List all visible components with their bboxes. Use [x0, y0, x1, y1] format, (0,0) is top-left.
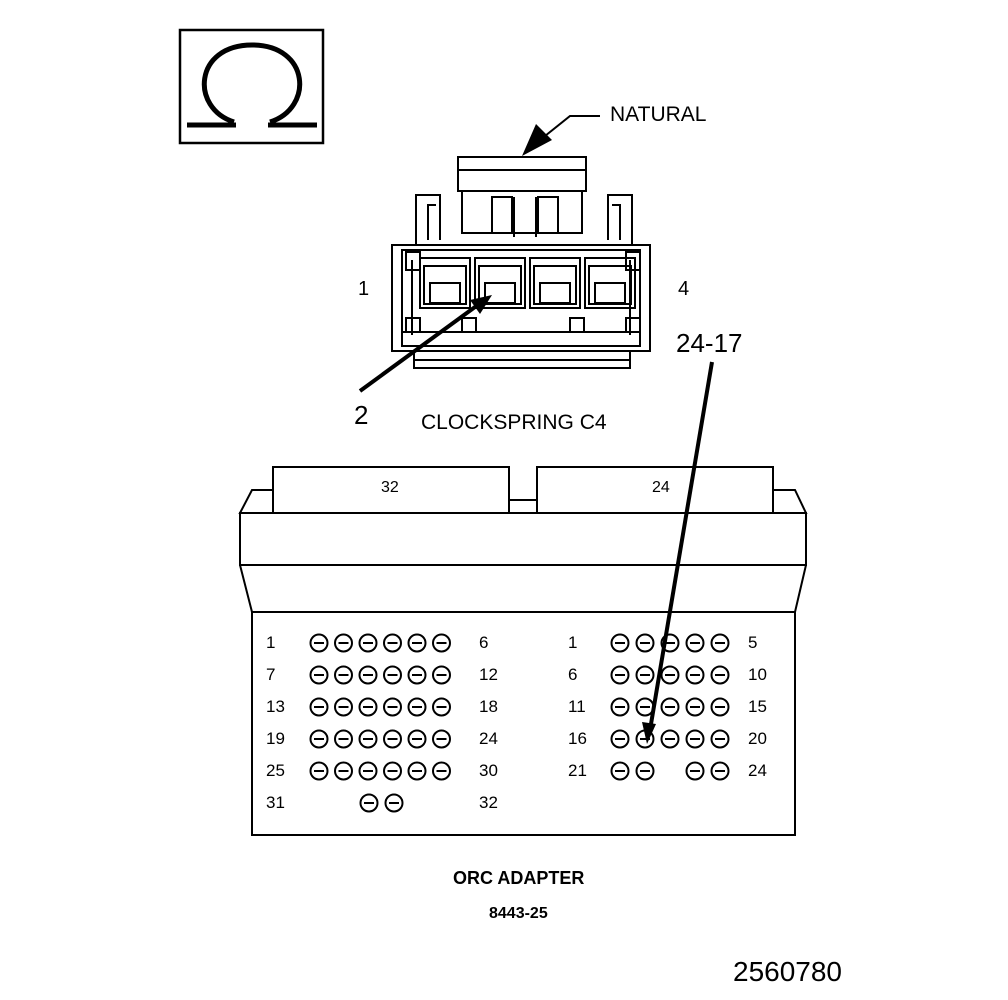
pin-hole	[407, 633, 427, 653]
clockspring-connector	[391, 156, 651, 369]
pin-hole	[383, 697, 402, 717]
pin-hole	[309, 761, 329, 781]
pin-hole	[407, 697, 427, 717]
pin-hole	[358, 697, 378, 717]
pin-hole	[432, 633, 451, 653]
right-row-end-label: 20	[748, 729, 767, 748]
pin-hole	[710, 633, 730, 653]
right-row-start-label: 21	[568, 761, 587, 780]
adapter-part-number: 8443-25	[489, 905, 548, 922]
right-row-start-label: 16	[568, 729, 587, 748]
pin-hole	[635, 697, 655, 717]
pin-hole	[334, 761, 353, 781]
pin-hole	[610, 697, 630, 717]
pin-hole	[358, 729, 378, 749]
pin-hole	[685, 665, 705, 685]
right-row-start-label: 1	[568, 633, 578, 652]
pin-hole	[358, 665, 378, 685]
right-row-end-label: 10	[748, 665, 767, 684]
adapter-right-tab-label: 24	[652, 479, 670, 496]
pin-hole	[407, 729, 427, 749]
left-row-end-label: 30	[479, 761, 498, 780]
pin-hole	[384, 793, 404, 813]
left-row-start-label: 13	[266, 697, 285, 716]
left-row-end-label: 24	[479, 729, 498, 748]
right-row-end-label: 24	[748, 761, 767, 780]
pin-hole	[309, 697, 329, 717]
adapter-pin-holes	[309, 633, 730, 813]
left-row-end-label: 12	[479, 665, 498, 684]
right-row-start-label: 6	[568, 665, 578, 684]
pin-hole	[610, 665, 630, 685]
pin-2-callout-arrow	[358, 295, 492, 393]
pin-hole	[358, 633, 378, 653]
probe-callout-label: 24-17	[676, 328, 743, 358]
left-row-start-label: 25	[266, 761, 285, 780]
pin-hole	[432, 665, 451, 685]
connector-name: CLOCKSPRING C4	[421, 411, 607, 434]
pin-hole	[334, 665, 353, 685]
probe-callout-arrow	[642, 361, 714, 744]
pin-hole	[358, 761, 378, 781]
left-row-start-label: 1	[266, 633, 276, 652]
connector-callout-pin-label: 2	[354, 400, 369, 430]
adapter-title: ORC ADAPTER	[453, 868, 585, 888]
pin-hole	[660, 633, 680, 653]
pin-hole	[685, 697, 705, 717]
left-row-start-label: 31	[266, 793, 285, 812]
pin-hole	[710, 665, 730, 685]
pin-hole	[660, 697, 680, 717]
pin-hole	[635, 633, 655, 653]
pin-hole	[610, 729, 630, 749]
pin-hole	[685, 633, 705, 653]
pin-hole	[383, 665, 402, 685]
pin-hole	[309, 729, 329, 749]
pin-hole	[383, 633, 402, 653]
left-row-end-label: 6	[479, 633, 489, 652]
right-row-end-label: 5	[748, 633, 758, 652]
left-row-end-label: 18	[479, 697, 498, 716]
pin-hole	[334, 697, 353, 717]
pin-hole	[432, 729, 451, 749]
pin-hole	[610, 633, 630, 653]
pin-hole	[685, 761, 705, 781]
connector-color-label: NATURAL	[610, 103, 707, 126]
connector-pin-4-label: 4	[678, 278, 690, 300]
pin-hole	[432, 761, 451, 781]
ohm-icon	[178, 28, 325, 145]
pin-hole	[635, 665, 655, 685]
pin-hole	[407, 665, 427, 685]
pin-hole	[359, 793, 379, 813]
pin-hole	[710, 761, 730, 781]
pin-hole	[635, 729, 655, 749]
orc-adapter-body	[238, 466, 808, 836]
pin-hole	[610, 761, 630, 781]
pin-hole	[334, 729, 353, 749]
pin-hole	[710, 729, 730, 749]
left-row-start-label: 19	[266, 729, 285, 748]
pin-hole	[383, 729, 402, 749]
pin-hole	[660, 665, 680, 685]
connector-pin-1-label: 1	[358, 278, 370, 300]
natural-leader-arrow	[522, 115, 600, 156]
pin-hole	[383, 761, 402, 781]
pin-hole	[710, 697, 730, 717]
right-row-end-label: 15	[748, 697, 767, 716]
pin-hole	[334, 633, 353, 653]
pin-hole	[685, 729, 705, 749]
left-row-start-label: 7	[266, 665, 276, 684]
pin-hole	[660, 729, 680, 749]
figure-id: 2560780	[733, 956, 843, 987]
adapter-left-tab-label: 32	[381, 479, 399, 496]
pin-hole	[407, 761, 427, 781]
pin-hole	[635, 761, 655, 781]
pin-hole	[432, 697, 451, 717]
right-row-start-label: 11	[568, 697, 586, 716]
pin-hole	[309, 633, 329, 653]
left-row-end-label: 32	[479, 793, 498, 812]
pin-hole	[309, 665, 329, 685]
